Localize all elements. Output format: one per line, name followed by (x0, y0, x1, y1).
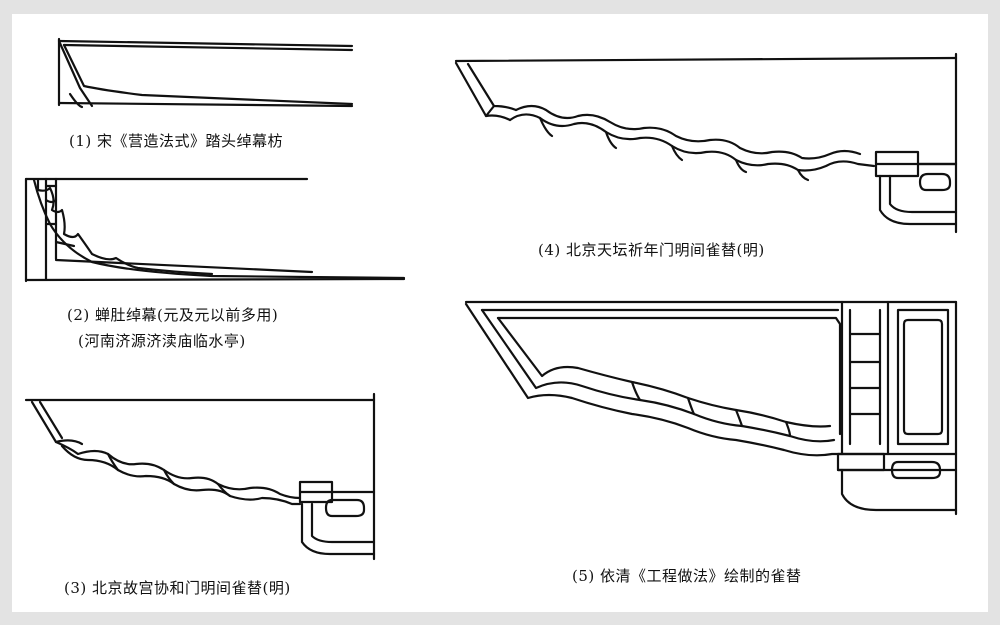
figure-2-caption: (2) 蝉肚绰幕(元及元以前多用) (67, 306, 279, 324)
figure-1-caption: (1) 宋《营造法式》踏头绰幕枋 (69, 132, 284, 150)
figure-panel: (1) 宋《营造法式》踏头绰幕枋 (2) 蝉肚绰幕(元及元以前多用) (河南济源… (12, 14, 988, 612)
figure-5-caption: (5) 依清《工程做法》绘制的雀替 (572, 567, 802, 585)
figure-2-caption-location: (河南济源济渎庙临水亭) (78, 332, 246, 350)
figure-4-caption: (4) 北京天坛祈年门明间雀替(明) (538, 241, 765, 259)
figure-3-caption: (3) 北京故宫协和门明间雀替(明) (64, 579, 291, 597)
